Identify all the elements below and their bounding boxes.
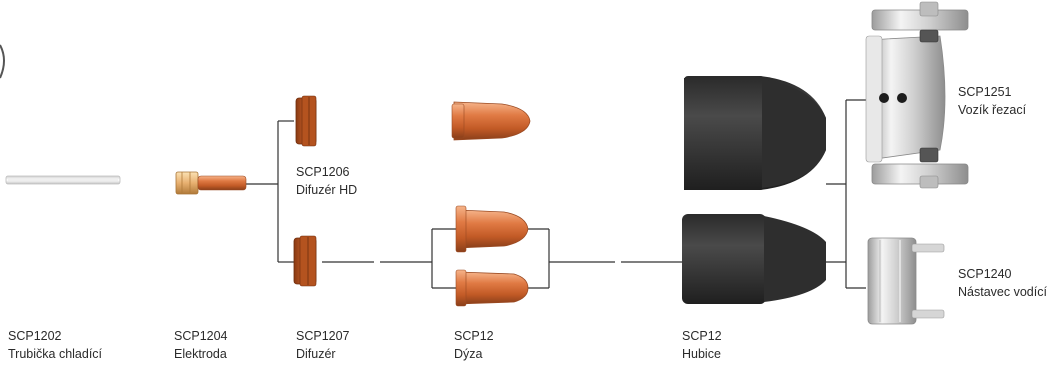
name-diffuser: Difuzér	[296, 347, 336, 361]
label-cooling-tube: SCP1202 Trubička chladící	[8, 327, 102, 363]
nozzle-top-image	[451, 101, 531, 141]
name-guide-attachment: Nástavec vodící	[958, 285, 1047, 299]
cooling-tube-image	[5, 175, 121, 185]
code-nozzle: SCP12	[454, 329, 494, 343]
label-nozzle: SCP12 Dýza	[454, 327, 494, 363]
label-shield-cap: SCP12 Hubice	[682, 327, 722, 363]
code-diffuser-hd: SCP1206	[296, 165, 350, 179]
name-cooling-tube: Trubička chladící	[8, 347, 103, 361]
label-electrode: SCP1204 Elektroda	[174, 327, 228, 363]
name-diffuser-hd: Difuzér HD	[296, 183, 358, 197]
nozzle-middle-image	[455, 205, 529, 253]
code-guide-attachment: SCP1240	[958, 267, 1012, 281]
shield-cap-bottom-image	[682, 214, 826, 304]
label-diffuser-hd: SCP1206 Difuzér HD	[296, 163, 357, 199]
name-nozzle: Dýza	[454, 347, 483, 361]
shield-cap-top-image	[684, 76, 826, 190]
name-electrode: Elektroda	[174, 347, 227, 361]
cutting-carriage-image	[865, 1, 969, 189]
electrode-image	[175, 171, 247, 195]
connector-lines	[246, 99, 866, 289]
nozzle-bottom-image	[455, 269, 529, 307]
edge-fragment	[0, 44, 5, 79]
label-cutting-carriage: SCP1251 Vozík řezací	[958, 83, 1026, 119]
code-diffuser: SCP1207	[296, 329, 350, 343]
diffuser-hd-image	[295, 95, 317, 147]
diffuser-image	[293, 235, 317, 287]
guide-attachment-image	[867, 237, 945, 325]
label-guide-attachment: SCP1240 Nástavec vodící	[958, 265, 1047, 301]
code-cooling-tube: SCP1202	[8, 329, 62, 343]
name-shield-cap: Hubice	[682, 347, 721, 361]
label-diffuser: SCP1207 Difuzér	[296, 327, 350, 363]
name-cutting-carriage: Vozík řezací	[958, 103, 1027, 117]
code-shield-cap: SCP12	[682, 329, 722, 343]
code-electrode: SCP1204	[174, 329, 228, 343]
code-cutting-carriage: SCP1251	[958, 85, 1012, 99]
